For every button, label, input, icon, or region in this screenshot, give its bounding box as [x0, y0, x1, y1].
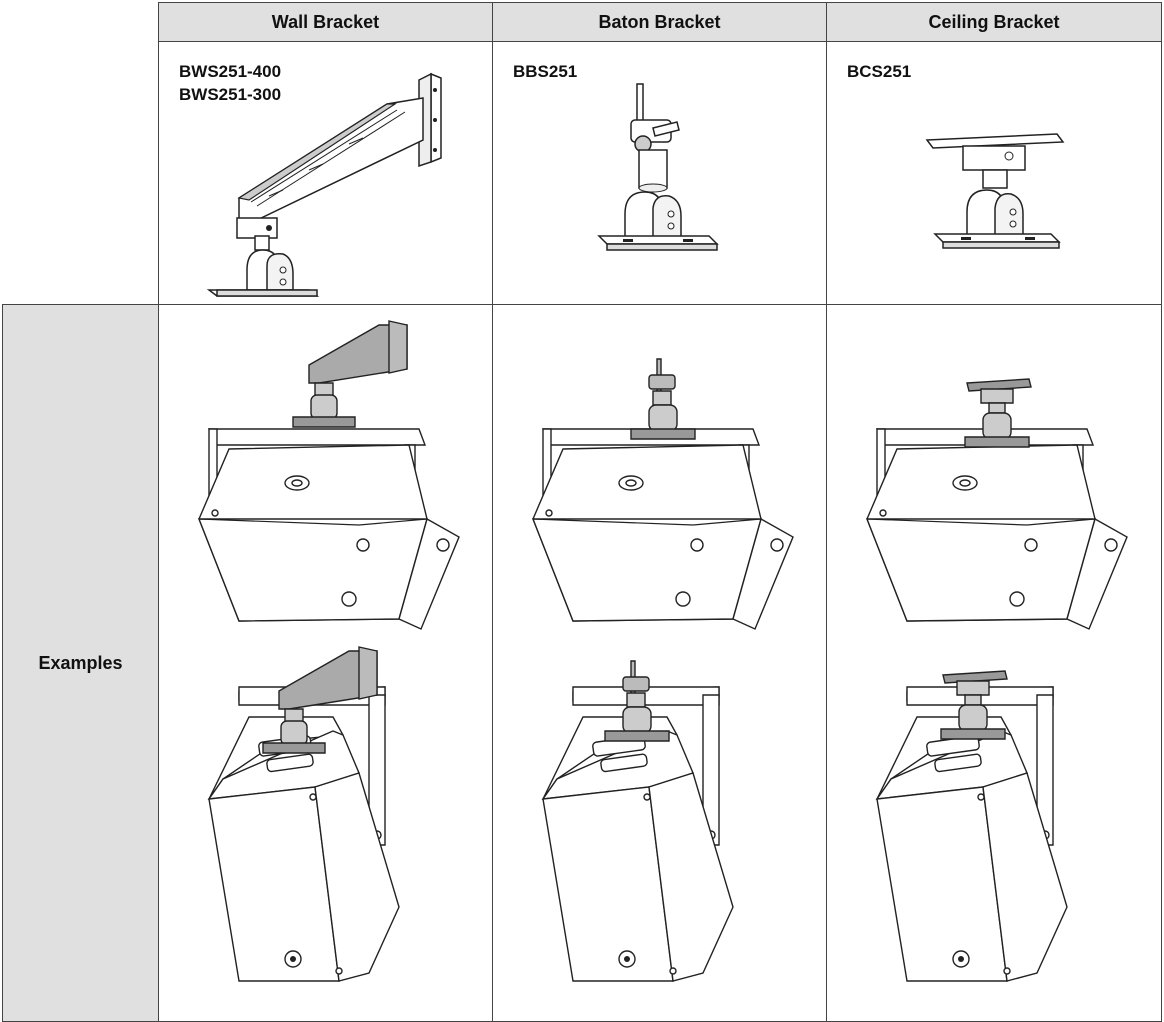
row-label: Examples — [38, 652, 123, 673]
model-number: BWS251-400 — [179, 62, 282, 81]
empty-corner-cell — [0, 0, 159, 304]
wall-horizontal-mount-illustration — [189, 329, 469, 629]
product-cell-ceiling-bracket: BCS251 — [826, 41, 1162, 305]
wall-bracket-illustration — [209, 70, 449, 290]
baton-vertical-mount-illustration — [543, 651, 773, 991]
ceiling-vertical-mount-illustration — [877, 651, 1107, 991]
model-number: BCS251 — [847, 62, 912, 81]
examples-cell-baton-bracket — [492, 304, 827, 1022]
ceiling-horizontal-mount-illustration — [857, 329, 1137, 629]
model-number: BBS251 — [513, 62, 578, 81]
header-label: Wall Bracket — [271, 11, 380, 32]
model-number: BWS251-300 — [179, 85, 282, 104]
model-numbers: BBS251 — [513, 60, 577, 83]
product-cell-baton-bracket: BBS251 — [492, 41, 827, 305]
examples-cell-ceiling-bracket — [826, 304, 1162, 1022]
baton-bracket-illustration — [593, 84, 723, 260]
header-baton-bracket: Baton Bracket — [492, 2, 827, 42]
header-label: Baton Bracket — [598, 11, 721, 32]
ceiling-bracket-illustration — [927, 130, 1067, 260]
baton-horizontal-mount-illustration — [523, 329, 803, 629]
examples-row-label-cell: Examples — [2, 304, 159, 1022]
wall-vertical-mount-illustration — [209, 651, 439, 991]
examples-cell-wall-bracket — [158, 304, 493, 1022]
model-numbers: BCS251 — [847, 60, 911, 83]
product-cell-wall-bracket: BWS251-400 BWS251-300 — [158, 41, 493, 305]
header-wall-bracket: Wall Bracket — [158, 2, 493, 42]
model-numbers: BWS251-400 BWS251-300 — [179, 60, 281, 106]
header-label: Ceiling Bracket — [928, 11, 1060, 32]
header-ceiling-bracket: Ceiling Bracket — [826, 2, 1162, 42]
